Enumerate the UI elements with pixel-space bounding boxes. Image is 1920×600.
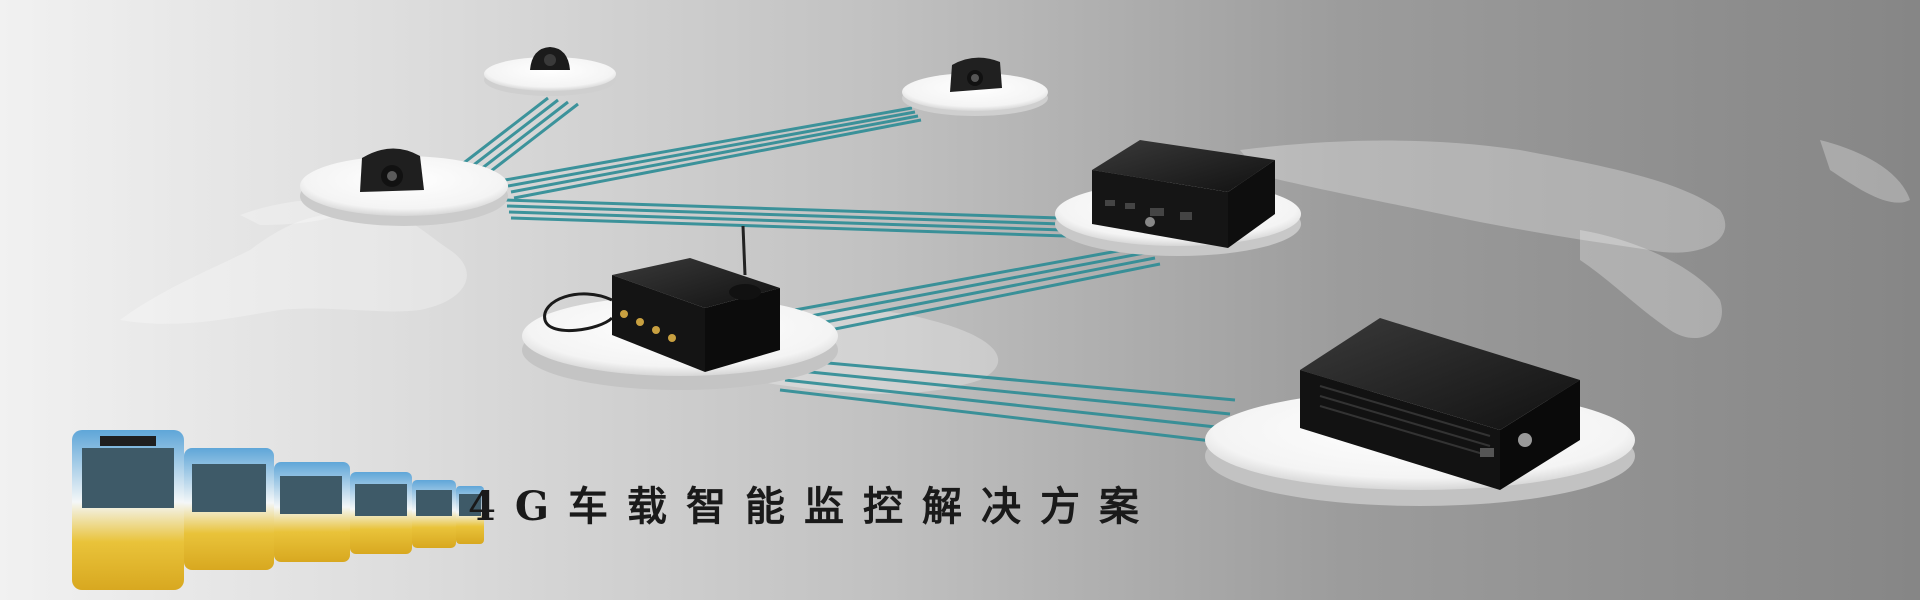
camera-icon (530, 47, 570, 70)
mobile-dvr-icon (1092, 140, 1275, 248)
bus-fleet-image (72, 430, 484, 590)
cable-dvr1-dvr2 (794, 244, 1161, 336)
cable-dvr2-dvr3 (779, 358, 1236, 444)
hdd-dvr-icon (1300, 318, 1580, 490)
cable-hub-dvr1 (504, 198, 1067, 238)
cable-camera3-hub (504, 106, 922, 200)
camera-icon (360, 148, 424, 192)
network-cables (451, 96, 1236, 444)
banner-title: 4G车载智能监控解决方案 (468, 483, 1158, 530)
cable-camera1-hub (451, 96, 579, 180)
camera-icon (950, 57, 1002, 92)
4g-dvr-icon (543, 225, 780, 372)
